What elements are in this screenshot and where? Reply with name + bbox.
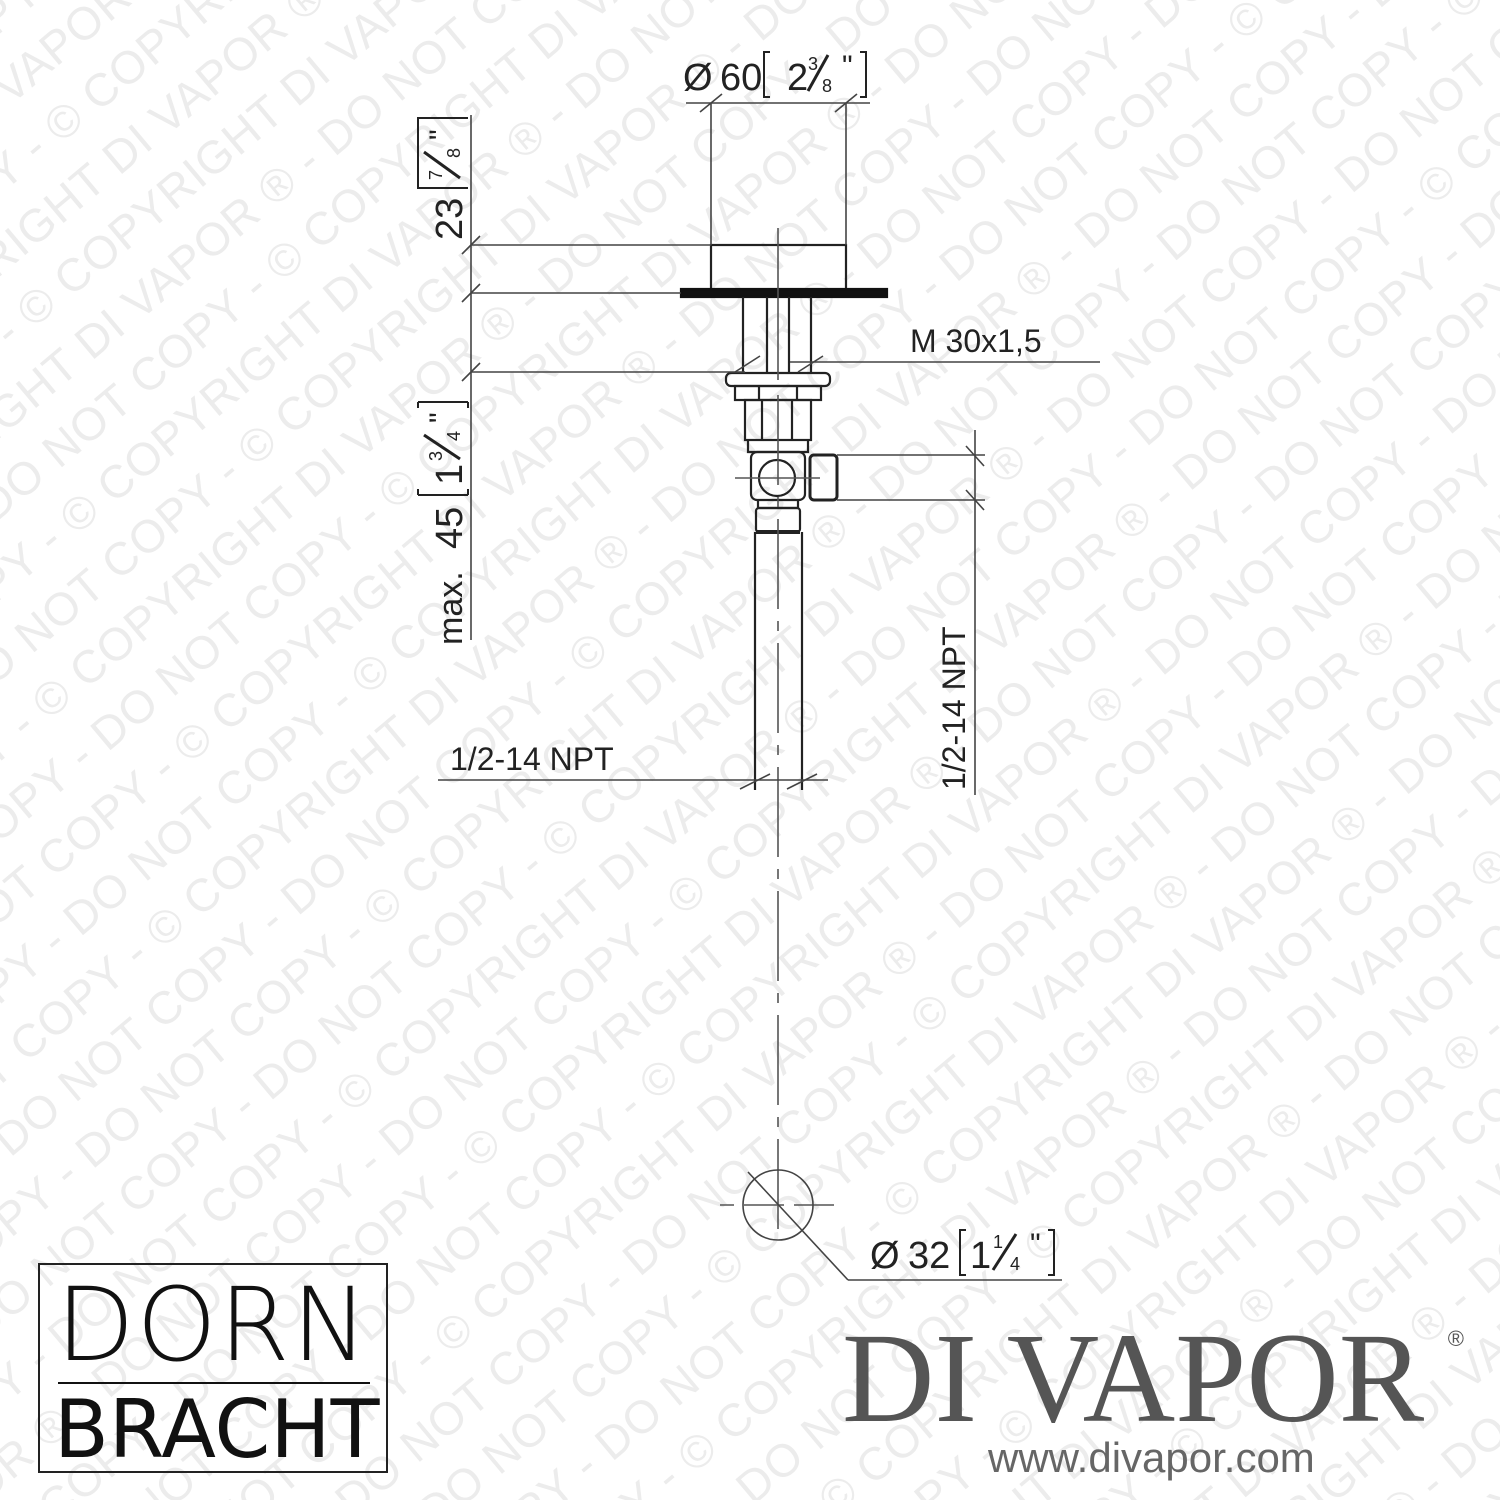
divapor-logo: DI VAPOR ® www.divapor.com: [842, 1307, 1482, 1492]
dim-max-depth-inch-den: 4: [444, 431, 464, 441]
mounting-hole-circle: [742, 1169, 814, 1241]
dim-hole-diameter-mm: 32: [908, 1235, 950, 1277]
centerlines: [720, 228, 836, 1240]
dim-pipe-npt: 1/2-14 NPT: [450, 741, 614, 777]
dornbracht-logo: DORN BRACHT: [38, 1263, 388, 1476]
dim-top-diameter-mm: 60: [720, 57, 762, 99]
dim-hole-diameter-inch-num: 1: [993, 1232, 1003, 1252]
dim-top-diameter-inch-whole: 2: [787, 57, 808, 99]
dim-max-depth-inch-mark: ": [424, 412, 457, 423]
dim-hole-diameter-symbol: Ø: [870, 1235, 900, 1277]
dim-rosette-height-inch-mark: ": [424, 129, 457, 140]
dim-rosette-height-mm: 23: [429, 198, 471, 240]
dim-rosette-height-inch-den: 8: [444, 148, 464, 158]
dim-outlet-npt: 1/2-14 NPT: [936, 626, 972, 790]
dim-top-diameter-inch-mark: ": [842, 50, 853, 83]
dimension-lines: [438, 93, 1100, 1281]
dornbracht-logo-rule: [58, 1382, 370, 1384]
dim-max-depth-inch-num: 3: [426, 451, 446, 461]
registered-mark-icon: ®: [1447, 1326, 1464, 1351]
dim-top-diameter-symbol: Ø: [683, 57, 713, 99]
valve-body: [679, 243, 889, 790]
dim-hole-diameter-inch-den: 4: [1010, 1254, 1020, 1274]
rosette-plate: [679, 287, 889, 299]
dim-top-diameter-inch-num: 3: [808, 54, 818, 74]
dornbracht-logo-line2: BRACHT: [54, 1383, 380, 1476]
divapor-logo-name: DI VAPOR: [842, 1307, 1425, 1449]
dornbracht-logo-line1: DORN: [56, 1266, 370, 1385]
dim-max-depth-mm: 45: [429, 507, 471, 549]
dim-thread-label: M 30x1,5: [910, 323, 1042, 359]
dim-hole-diameter-inch-mark: ": [1030, 1228, 1041, 1261]
dim-top-diameter-inch-den: 8: [822, 76, 832, 96]
dim-rosette-height-inch-num: 7: [426, 170, 446, 180]
dim-max-depth-prefix: max.: [432, 571, 470, 645]
dim-max-depth-inch-whole: 1: [429, 464, 471, 485]
dimension-labels: Ø 60 2 3 8 " 23 7 8 " M 30x1,5 max. 45 1: [417, 50, 1055, 1277]
dim-hole-diameter-inch-whole: 1: [970, 1235, 991, 1277]
divapor-url[interactable]: www.divapor.com: [988, 1434, 1315, 1481]
